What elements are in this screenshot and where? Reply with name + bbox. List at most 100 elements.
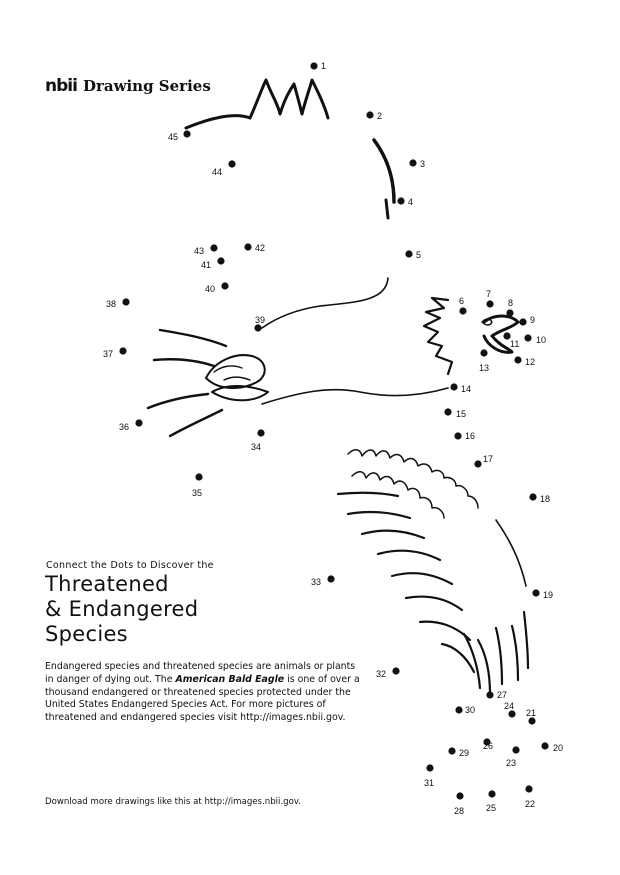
dot-21 [528,717,536,725]
dot-38 [122,298,130,306]
dot-number-20: 20 [553,743,563,753]
dot-number-22: 22 [525,799,535,809]
dot-22 [525,785,533,793]
dot-number-43: 43 [194,246,204,256]
dot-30 [455,706,463,714]
dot-20 [541,742,549,750]
dot-number-28: 28 [454,806,464,816]
dot-32 [392,667,400,675]
dot-number-44: 44 [212,167,222,177]
dot-43 [210,244,218,252]
eagle-line-art [146,78,530,696]
dot-number-4: 4 [408,197,413,207]
dot-31 [426,764,434,772]
dot-number-6: 6 [459,296,464,306]
description-text-after: is one of over a thousand endangered or … [45,673,360,724]
dot-number-15: 15 [456,409,466,419]
description-text-before: Endangered species and threatened specie… [45,661,356,685]
dot-number-34: 34 [251,442,261,452]
dot-25 [488,790,496,798]
dot-4 [397,197,405,205]
dot-number-11: 11 [510,339,519,349]
dot-29 [448,747,456,755]
dot-26 [483,738,491,746]
dot-44 [228,160,236,168]
dot-10 [524,334,532,342]
dot-11 [503,332,511,340]
dot-number-26: 26 [483,741,493,751]
dot-7 [486,300,494,308]
dot-number-14: 14 [461,384,471,394]
dot-number-12: 12 [525,357,535,367]
dot-number-2: 2 [377,111,382,121]
dot-13 [480,349,488,357]
dot-number-10: 10 [536,335,546,345]
dot-33 [327,575,335,583]
dot-36 [135,419,143,427]
dot-8 [506,309,514,317]
numbered-dots: 1234567891011121314151617181920212223242… [103,61,563,816]
dot-number-27: 27 [497,690,507,700]
dot-24 [508,710,516,718]
dot-number-18: 18 [540,494,550,504]
dot-19 [532,589,540,597]
dot-number-42: 42 [255,243,265,253]
dot-number-45: 45 [168,132,178,142]
intro-kicker: Connect the Dots to Discover the [46,560,214,571]
series-title: Drawing Series [82,77,211,95]
dot-number-25: 25 [486,803,496,813]
dot-number-38: 38 [106,299,116,309]
dot-3 [409,159,417,167]
dot-27 [486,691,494,699]
dot-number-30: 30 [465,705,475,715]
dot-number-41: 41 [201,260,211,270]
dot-37 [119,347,127,355]
dot-40 [221,282,229,290]
dot-number-8: 8 [508,298,513,308]
dot-34 [257,429,265,437]
dot-14 [450,383,458,391]
dot-number-9: 9 [530,315,535,325]
dot-number-16: 16 [465,431,475,441]
dot-number-35: 35 [192,488,202,498]
description-highlight: American Bald Eagle [175,673,285,685]
dot-number-21: 21 [526,708,536,718]
page-title: Threatened & Endangered Species [45,572,265,647]
dot-42 [244,243,252,251]
dot-17 [474,460,482,468]
dot-16 [454,432,462,440]
description-paragraph: Endangered species and threatened specie… [45,661,365,725]
dot-number-19: 19 [543,590,553,600]
logo-mark: nbii [45,75,78,96]
dot-number-39: 39 [255,315,265,325]
dot-number-17: 17 [483,454,493,464]
dot-5 [405,250,413,258]
dot-number-36: 36 [119,422,129,432]
dot-number-40: 40 [205,284,215,294]
dot-number-23: 23 [506,758,516,768]
dot-number-31: 31 [424,778,434,788]
title-line-1: Threatened [45,572,169,596]
dot-9 [519,318,527,326]
dot-28 [456,792,464,800]
dot-number-13: 13 [479,363,489,373]
dot-1 [310,62,318,70]
dot-number-29: 29 [459,748,469,758]
dot-45 [183,130,191,138]
dot-number-24: 24 [504,701,514,711]
dot-15 [444,408,452,416]
title-line-2: & Endangered [45,597,199,621]
nbii-logo: nbii Drawing Series [45,76,211,96]
dot-35 [195,473,203,481]
dot-number-1: 1 [321,61,326,71]
dot-number-37: 37 [103,349,113,359]
dot-12 [514,356,522,364]
dot-2 [366,111,374,119]
dot-41 [217,257,225,265]
dot-number-33: 33 [311,577,321,587]
dot-number-5: 5 [416,250,421,260]
footer-note: Download more drawings like this at http… [45,797,302,807]
dot-number-7: 7 [486,289,491,299]
dot-number-3: 3 [420,159,425,169]
